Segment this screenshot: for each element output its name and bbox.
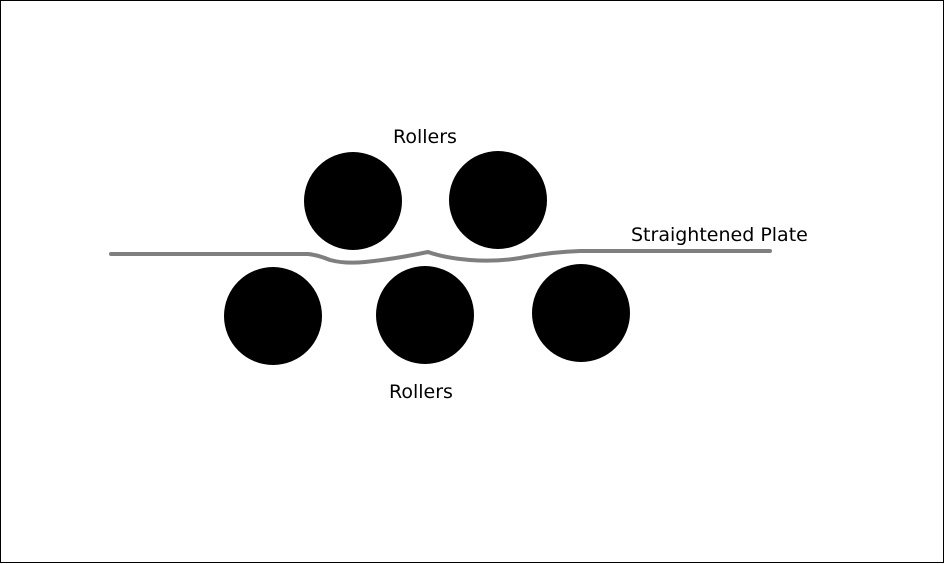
top-roller-left: [304, 152, 402, 250]
top-roller-right: [449, 151, 547, 249]
straightened-plate-label: Straightened Plate: [631, 224, 808, 246]
top-rollers-label: Rollers: [393, 126, 457, 148]
bottom-roller-right: [532, 264, 630, 362]
straightened-plate-line: [109, 249, 772, 265]
bottom-roller-middle: [376, 266, 474, 364]
bottom-rollers-label: Rollers: [389, 381, 453, 403]
bottom-roller-left: [224, 267, 322, 365]
